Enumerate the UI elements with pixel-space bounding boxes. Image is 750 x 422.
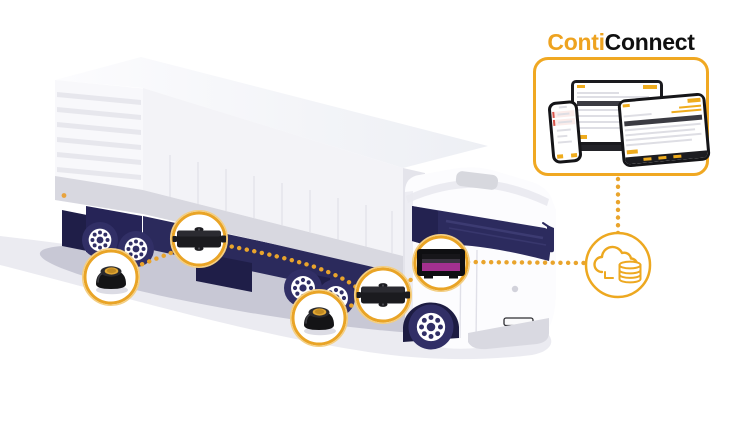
screen-link-bar bbox=[671, 108, 702, 114]
alert-tick bbox=[552, 119, 556, 126]
highlight-receiver-tractor bbox=[353, 265, 413, 325]
cab-emblem bbox=[511, 285, 519, 293]
table-row-bar bbox=[577, 109, 654, 111]
database-icon bbox=[618, 260, 642, 284]
table-row-bar bbox=[577, 127, 644, 129]
screen-button-chip bbox=[626, 149, 638, 155]
trailer bbox=[55, 57, 488, 274]
screen-content-bar bbox=[577, 96, 649, 98]
front-wheel bbox=[408, 304, 454, 350]
trailer-corrugation bbox=[57, 92, 141, 180]
dotted-connector bbox=[341, 300, 362, 311]
receiver-icon bbox=[356, 283, 410, 307]
marker-light bbox=[61, 193, 67, 198]
screen-logo-chip bbox=[577, 85, 585, 88]
screen-button-chip bbox=[687, 97, 701, 103]
bumper bbox=[468, 318, 549, 350]
conticonnect-logo: ContiConnect bbox=[533, 29, 709, 56]
table-row-bar bbox=[577, 115, 648, 117]
dotted-connectors bbox=[132, 174, 621, 311]
screen-title-bar bbox=[558, 105, 567, 109]
platform-panel bbox=[533, 57, 711, 176]
bottom-bar-chip bbox=[658, 155, 667, 160]
screen-content-bar bbox=[623, 113, 652, 118]
receiver-icon bbox=[172, 227, 226, 251]
screen-content-bar bbox=[556, 128, 571, 132]
highlight-receiver-trailer bbox=[169, 209, 229, 269]
screen-button-chip bbox=[556, 154, 564, 159]
tablet-screen bbox=[620, 95, 708, 165]
screen-logo-chip bbox=[622, 103, 630, 108]
phone-mockup bbox=[547, 99, 583, 165]
table-header-bar bbox=[577, 101, 657, 106]
laptop-base bbox=[562, 145, 672, 151]
side-mirror bbox=[547, 225, 554, 253]
screen-button-chip bbox=[577, 135, 587, 139]
bottom-bar-chip bbox=[673, 154, 682, 159]
table-row-bar bbox=[577, 121, 654, 123]
screen-content-bar bbox=[557, 140, 572, 144]
dotted-connector bbox=[401, 273, 420, 287]
alert-tick bbox=[552, 111, 555, 119]
cloud-database-icon bbox=[584, 231, 652, 299]
dotted-connector bbox=[132, 248, 179, 270]
highlight-tire-sensor-trailer bbox=[81, 247, 141, 307]
display-unit-icon bbox=[417, 249, 465, 279]
dotted-connector bbox=[221, 242, 359, 290]
logo-conti: Conti bbox=[547, 29, 605, 55]
trailer-seams bbox=[169, 155, 393, 253]
phone-screen bbox=[550, 103, 580, 161]
screen-content-bar bbox=[557, 134, 568, 138]
bottom-bar-chip bbox=[643, 157, 652, 161]
screen-button-chip bbox=[643, 85, 657, 89]
highlight-display-unit bbox=[411, 233, 471, 293]
screen-content-bar bbox=[577, 92, 619, 94]
roof-hatch bbox=[455, 171, 499, 190]
tablet-mockup bbox=[617, 92, 711, 168]
highlight-tire-sensor-drive bbox=[289, 288, 349, 348]
logo-connect: Connect bbox=[604, 29, 695, 55]
screen-button-chip bbox=[570, 153, 578, 158]
